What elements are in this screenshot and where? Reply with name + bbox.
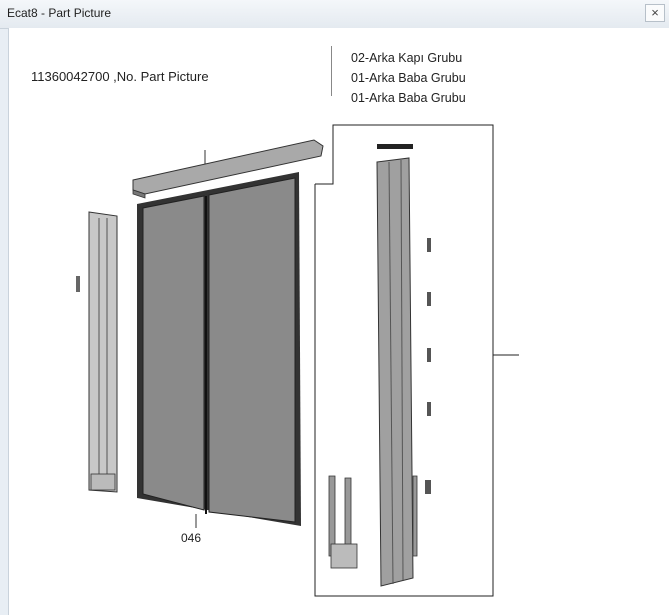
door-panel-part xyxy=(137,172,301,528)
detail-box xyxy=(314,124,519,597)
header-divider xyxy=(331,46,332,96)
part-number-title: 11360042700 ,No. Part Picture xyxy=(31,69,209,84)
left-profile-part xyxy=(76,211,118,493)
callout-label: 046 xyxy=(181,531,202,545)
group-item: 01-Arka Baba Grubu xyxy=(351,71,466,85)
top-rail-part xyxy=(132,139,324,199)
title-bar: Ecat8 - Part Picture × xyxy=(0,0,669,29)
group-list: 02-Arka Kapı Grubu 01-Arka Baba Grubu 01… xyxy=(351,48,466,108)
content-panel: 11360042700 ,No. Part Picture 02-Arka Ka… xyxy=(8,28,669,615)
close-icon: × xyxy=(651,5,659,20)
window-title: Ecat8 - Part Picture xyxy=(7,6,112,20)
group-item: 02-Arka Kapı Grubu xyxy=(351,51,463,65)
part-drawing[interactable] xyxy=(9,28,669,615)
close-button[interactable]: × xyxy=(645,4,665,22)
group-item: 01-Arka Baba Grubu xyxy=(351,91,466,105)
